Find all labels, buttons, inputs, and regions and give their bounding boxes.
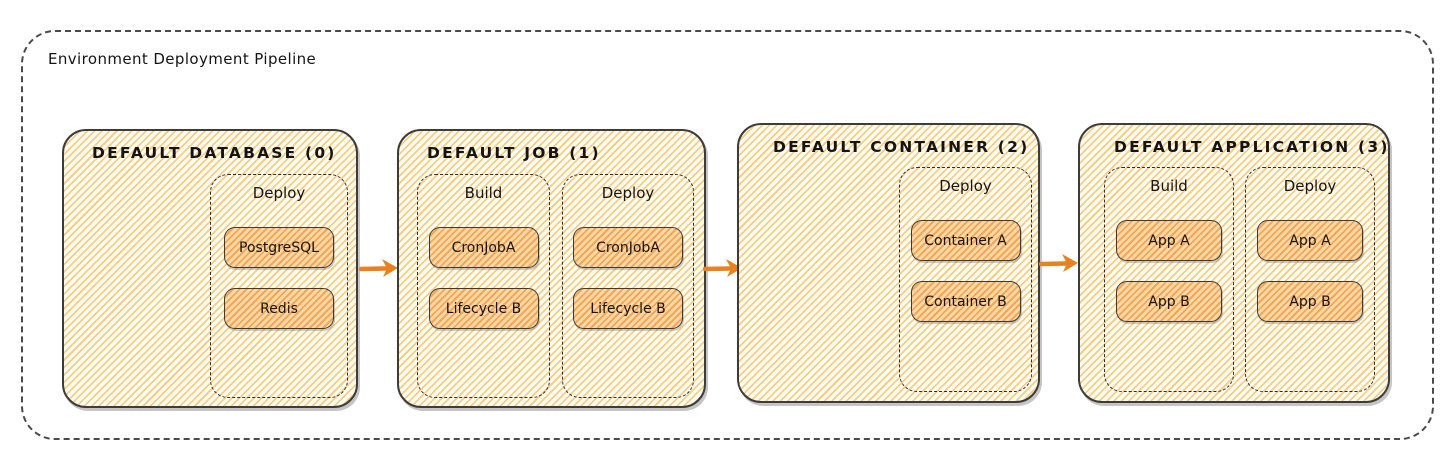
arrow-right-icon [359, 259, 398, 277]
stage-default-database: DEFAULT DATABASE (0) Deploy PostgreSQL R… [62, 129, 358, 408]
item-cronjoba-deploy: CronJobA [573, 227, 683, 268]
item-postgresql: PostgreSQL [224, 227, 334, 268]
phase-label: Deploy [601, 184, 655, 202]
stage-title-application: DEFAULT APPLICATION (3) [1114, 138, 1390, 156]
phase-application-build: Build App A App B [1104, 167, 1234, 392]
phase-job-build: Build CronJobA Lifecycle B [417, 174, 550, 398]
stage-title-job: DEFAULT JOB (1) [427, 144, 601, 162]
item-container-a: Container A [910, 220, 1021, 261]
stage-default-job: DEFAULT JOB (1) Build CronJobA Lifecycle… [397, 129, 706, 408]
phase-items: PostgreSQL Redis [211, 227, 347, 329]
phase-label: Deploy [1283, 177, 1337, 195]
pipeline-boundary [21, 30, 1434, 440]
phase-items: App A App B [1105, 220, 1233, 322]
item-app-b-deploy: App B [1257, 281, 1363, 322]
arrow-right-icon [1039, 254, 1078, 272]
stage-title-container: DEFAULT CONTAINER (2) [773, 138, 1030, 156]
phase-label: Deploy [252, 184, 306, 202]
phase-items: Container A Container B [900, 220, 1031, 322]
item-lifecycle-b-build: Lifecycle B [428, 288, 539, 329]
stage-title-database: DEFAULT DATABASE (0) [92, 144, 337, 162]
phase-container-deploy: Deploy Container A Container B [899, 167, 1032, 392]
phase-items: CronJobA Lifecycle B [563, 227, 693, 329]
stage-default-application: DEFAULT APPLICATION (3) Build App A App … [1078, 123, 1390, 403]
stage-default-container: DEFAULT CONTAINER (2) Deploy Container A… [737, 123, 1040, 403]
item-redis: Redis [224, 288, 334, 329]
phase-database-deploy: Deploy PostgreSQL Redis [210, 174, 348, 398]
phase-label: Build [464, 184, 503, 202]
phase-application-deploy: Deploy App A App B [1245, 167, 1375, 392]
phase-items: CronJobA Lifecycle B [418, 227, 549, 329]
item-app-a-build: App A [1116, 220, 1222, 261]
item-app-b-build: App B [1116, 281, 1222, 322]
phase-items: App A App B [1246, 220, 1374, 322]
phase-label: Build [1150, 177, 1188, 195]
pipeline-title: Environment Deployment Pipeline [48, 50, 317, 68]
phase-job-deploy: Deploy CronJobA Lifecycle B [562, 174, 694, 398]
item-cronjoba-build: CronJobA [428, 227, 539, 268]
item-app-a-deploy: App A [1257, 220, 1363, 261]
item-lifecycle-b-deploy: Lifecycle B [573, 288, 683, 329]
item-container-b: Container B [910, 281, 1021, 322]
arrow-right-icon [703, 259, 742, 277]
phase-label: Deploy [939, 177, 992, 195]
